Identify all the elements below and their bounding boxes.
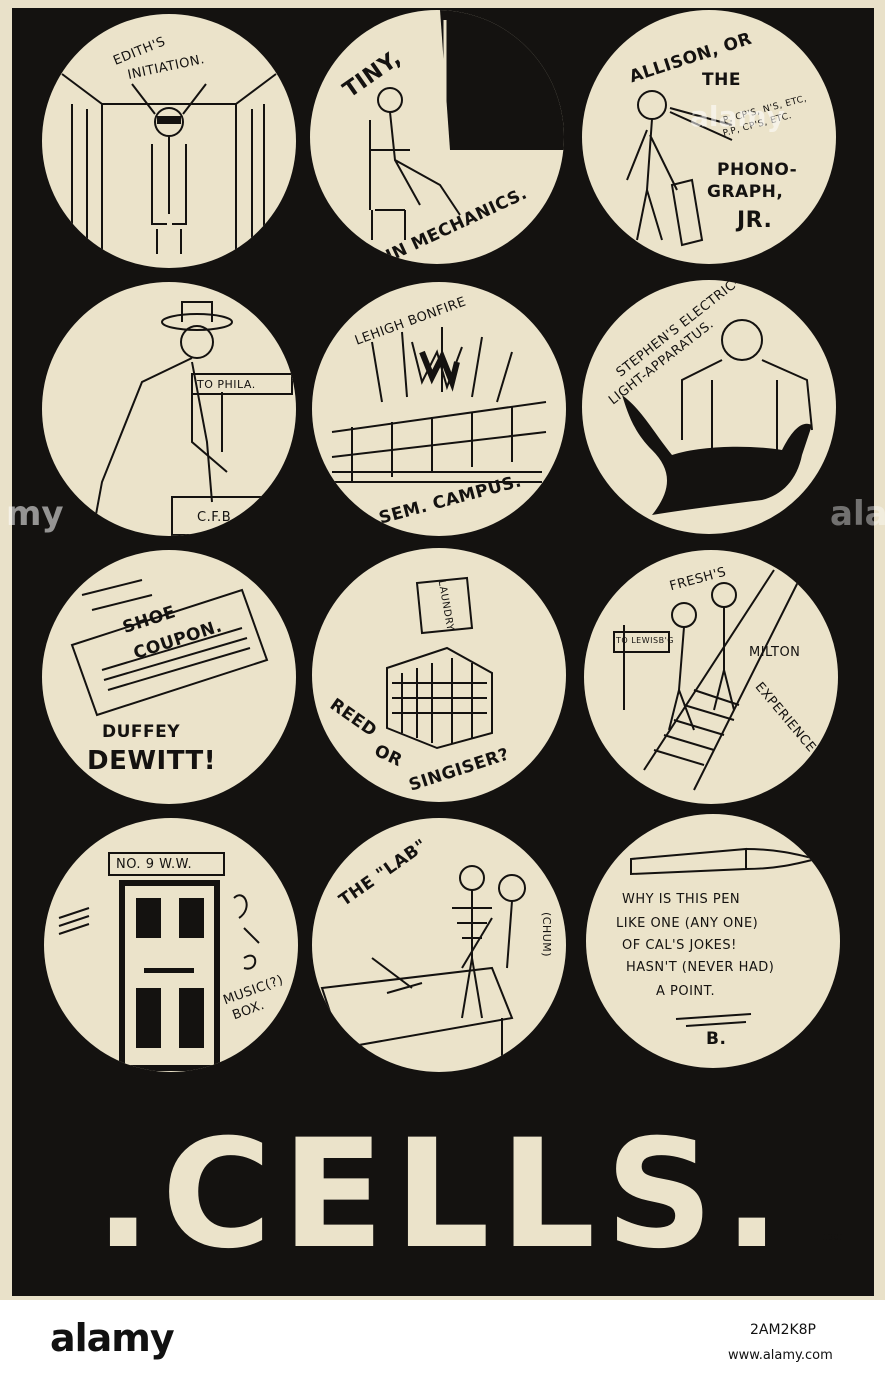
watermark-side-text: my	[6, 494, 64, 534]
stock-url: www.alamy.com	[728, 1348, 833, 1363]
pen-drawing	[630, 847, 817, 1027]
vignette-caption: DEWITT!	[87, 746, 217, 776]
railroad-walkers-drawing	[613, 569, 800, 791]
stock-logo: alamy	[50, 1316, 175, 1360]
seated-student-drawing	[369, 10, 564, 240]
vignette-music-box: No. 9 W.W. MUSIC(?) BOX.	[44, 818, 298, 1072]
vignette-caption: MILTON	[749, 645, 801, 660]
vignette-caption: PHONO-	[717, 160, 798, 180]
vignette-to-phila: TO PHILA. C.F.B.	[42, 282, 296, 536]
vignette-caption: TO PHILA.	[197, 378, 256, 391]
vignette-caption: OF CAL'S JOKES!	[622, 938, 737, 953]
vignette-cals-jokes: WHY IS THIS PEN LIKE ONE (ANY ONE) OF CA…	[586, 814, 840, 1068]
vignette-caption: DUFFEY	[102, 722, 181, 742]
vignette-caption: TO LEWISB'G	[616, 636, 674, 645]
vignette-caption: GRAPH,	[707, 182, 784, 202]
vignette-ediths-initiation: EDITH'S INITIATION.	[42, 14, 296, 268]
vignette-caption: LIKE ONE (ANY ONE)	[616, 916, 759, 931]
image-id: 2AM2K8P	[750, 1322, 817, 1338]
vignette-caption: A POINT.	[656, 984, 716, 999]
vignette-allison-phonograph: ALLISON, OR THE p, cp's, n's, ETC, p.p, …	[582, 10, 836, 264]
doorway-figure-drawing	[61, 73, 277, 254]
vignette-the-lab: THE "LAB" (CHUM)	[312, 818, 566, 1072]
vignette-caption: JR.	[737, 208, 773, 233]
door-drawing	[58, 852, 260, 1071]
bonfire-drawing	[331, 327, 547, 483]
vignette-lehigh-bonfire: LEHIGH BONFIRE SEM. CAMPUS.	[312, 282, 566, 536]
vignette-caption: No. 9 W.W.	[116, 857, 193, 872]
man-and-cat-drawing	[622, 319, 813, 515]
talking-figure-drawing	[626, 90, 733, 247]
vignette-caption: WHY IS THIS PEN	[622, 892, 741, 907]
year-mark: 1901	[822, 1233, 845, 1243]
vignette-caption: (CHUM)	[540, 911, 554, 958]
traveller-drawing	[91, 301, 293, 536]
vignette-caption: HASN'T (NEVER HAD)	[626, 960, 775, 975]
laundry-basket-drawing	[386, 576, 493, 750]
vignette-freshs-milton: FRESH'S TO LEWISB'G MILTON EXPERIENCE	[584, 550, 838, 804]
coupon-drawing	[70, 579, 269, 717]
vignette-caption: B.	[706, 1029, 727, 1049]
vignette-stephens-electric: STEPHEN'S ELECTRIC- LIGHT-APPARATUS.	[582, 280, 836, 534]
vignette-shoe-coupon: SHOE COUPON. DUFFEY DEWITT!	[42, 550, 296, 804]
vignette-laundry: LAUNDRY REED OR SINGISER?	[312, 548, 566, 802]
stock-footer	[0, 1300, 885, 1390]
vignette-caption: C.F.B.	[197, 510, 236, 525]
lab-skeleton-drawing	[320, 865, 526, 1072]
page-title: .CELLS.	[94, 1108, 791, 1282]
vignette-tiny-mechanics: TINY, IN MECHANICS.	[310, 10, 564, 264]
vignette-caption: THE	[702, 70, 741, 90]
watermark-text: alamy	[690, 100, 785, 133]
watermark-text: alamy	[830, 494, 885, 534]
